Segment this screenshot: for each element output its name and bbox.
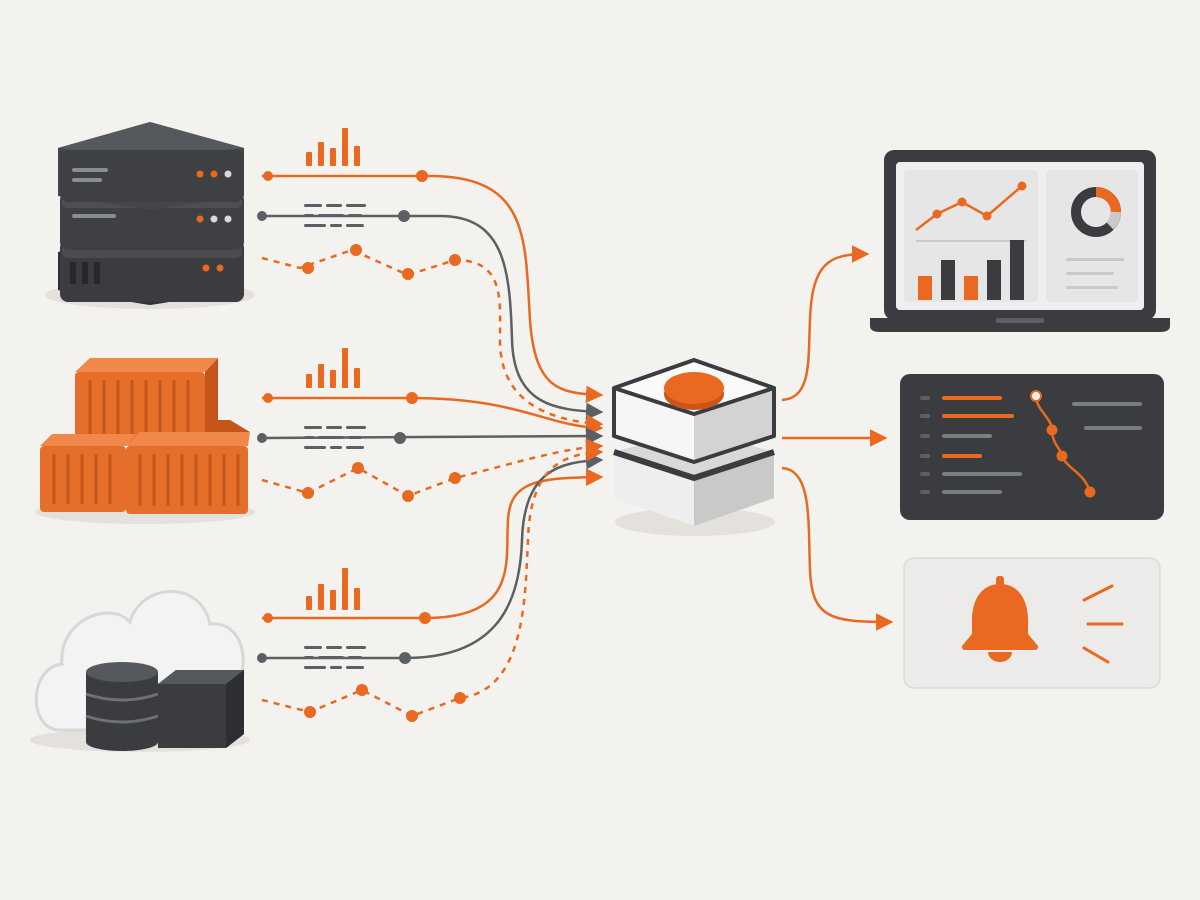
line-to-dashboard (781, 245, 870, 402)
log-trace-panel-icon (900, 374, 1164, 520)
cloud-database-icon (30, 590, 250, 752)
database-icon (85, 662, 159, 751)
bar-chart-icon (306, 128, 360, 610)
line-node-dots (257, 170, 466, 722)
alert-ring-lines (1082, 584, 1124, 664)
line-metrics-2 (262, 396, 604, 437)
line-metrics-1 (262, 174, 604, 404)
line-to-alerting (781, 466, 894, 631)
line-logs-3 (262, 451, 604, 660)
log-lines-icon (304, 204, 366, 669)
bell-icon (962, 576, 1038, 662)
line-traces-2 (261, 438, 604, 498)
line-metrics-3 (262, 468, 604, 620)
output-lines (781, 245, 894, 631)
storage-block-icon (158, 670, 244, 748)
alert-panel (903, 557, 1161, 689)
server-rack-icon (45, 122, 255, 309)
line-logs-1 (262, 214, 604, 421)
laptop-dashboard-icon (870, 150, 1170, 332)
line-traces-3 (261, 443, 604, 718)
collector-hub-icon (612, 358, 776, 536)
container-stack-icon (35, 358, 255, 524)
